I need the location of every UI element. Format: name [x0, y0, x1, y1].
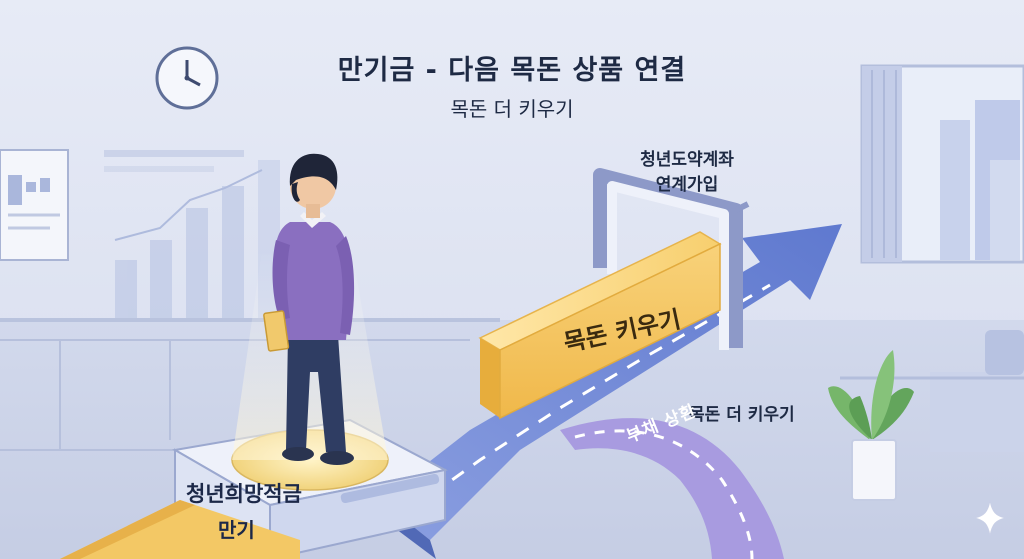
chart-board-icon [0, 149, 69, 261]
gate-label-line-1: 청년도약계좌 [640, 150, 734, 170]
sparkle-icon [973, 499, 1007, 537]
right-label: 목돈 더 키우기 [689, 405, 795, 425]
gate [593, 168, 750, 350]
maturity-step [60, 500, 300, 559]
savings-bar [478, 231, 722, 420]
debt-path [560, 418, 784, 559]
sub-title: 목돈 더 키우기 [450, 97, 574, 121]
plant-icon [828, 350, 914, 501]
person [263, 153, 355, 465]
gate-label: 청년도약계좌 연계가입 [602, 148, 772, 198]
maturity-label: 만기 [218, 518, 255, 542]
pedestal-label: 청년희망적금 [186, 482, 302, 506]
gate-label-line-2: 연계가입 [655, 175, 719, 195]
window [860, 64, 1024, 264]
main-title: 만기금 - 다음 목돈 상품 연결 [337, 55, 687, 86]
clock-icon [155, 46, 219, 110]
